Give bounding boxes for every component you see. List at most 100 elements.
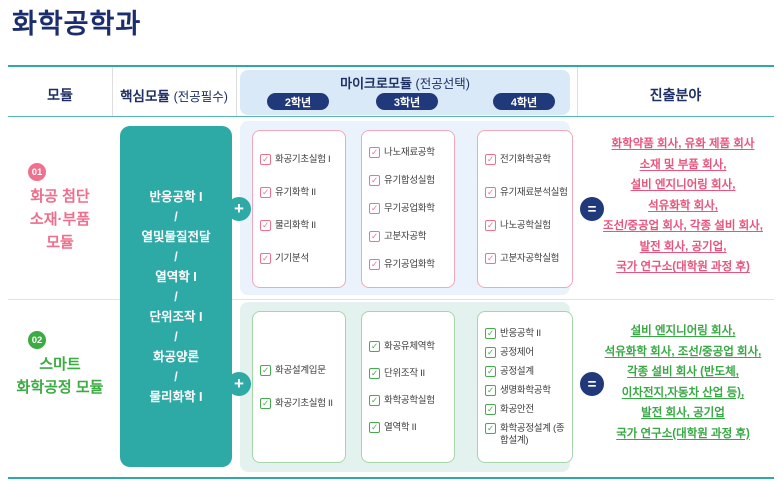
course-item: ✓ 화공기초실험 II (260, 397, 341, 410)
course-item: ✓ 단위조작 II (369, 367, 450, 380)
course-label: 유기합성실험 (384, 175, 435, 186)
equals-icon: = (580, 197, 604, 221)
career-line: 조선/중공업 회사, 각종 설비 회사, (603, 220, 763, 232)
check-icon: ✓ (369, 259, 380, 270)
check-icon: ✓ (485, 384, 496, 396)
row1-year3-box: ✓ 나노재료공학 ✓ 유기합성실험 ✓ 무기공업화학 ✓ 고분자공학 ✓ 유기공… (361, 130, 455, 288)
course-label: 유기공업화학 (384, 259, 435, 270)
divider-rows (8, 299, 774, 300)
course-item: ✓ 공정설계 (485, 365, 568, 378)
course-item: ✓ 나노공학실험 (485, 219, 568, 232)
plus-icon: + (227, 197, 251, 221)
course-item: ✓ 유기화학 II (260, 186, 341, 199)
course-item: ✓ 공정제어 (485, 346, 568, 359)
course-label: 물리화학 II (275, 219, 316, 231)
header-micro-module: 마이크로모듈 (전공선택) (240, 73, 570, 92)
module-title-line: 모듈 (46, 234, 74, 251)
module-title-line: 소재·부품 (29, 211, 91, 228)
check-icon: ✓ (369, 367, 380, 379)
career-line: 각종 설비 회사 (반도체, (627, 366, 739, 378)
divider-header (8, 116, 774, 117)
career-line: 석유화학 회사, (648, 199, 718, 212)
row2-career-list: 설비 엔지니어링 회사, 석유화학 회사, 조선/중공업 회사, 각종 설비 회… (592, 321, 774, 444)
course-item: ✓ 고분자공학실험 (485, 252, 568, 265)
row2-year3-box: ✓ 화공유체역학 ✓ 단위조작 II ✓ 화학공학실험 ✓ 열역학 II (361, 311, 455, 463)
module-2-title: 스마트 화학공정 모듈 (8, 353, 112, 399)
course-label: 고분자공학실험 (500, 252, 560, 264)
column-separator (577, 67, 578, 116)
course-label: 기기분석 (275, 252, 309, 264)
check-icon: ✓ (485, 365, 496, 377)
course-item: ✓ 화공유체역학 (369, 340, 450, 353)
core-module-line: / (174, 369, 178, 384)
year-pill-4: 4학년 (493, 93, 555, 110)
check-icon: ✓ (260, 397, 271, 409)
career-line: 국가 연구소(대학원 과정 후) (616, 427, 750, 440)
core-module-line: 열및물질전달 (141, 229, 211, 244)
header-career: 진출분야 (649, 87, 702, 103)
course-label: 공정설계 (500, 365, 534, 377)
course-item: ✓ 생명화학공학 (485, 384, 568, 397)
career-line: 설비 엔지니어링 회사, (630, 179, 736, 191)
course-item: ✓ 전기화학공학 (485, 153, 568, 166)
module-1-title: 화공 첨단 소재·부품 모듈 (8, 185, 112, 254)
course-label: 나노공학실험 (500, 219, 551, 231)
course-item: ✓ 화학공정설계 (종합설계) (485, 422, 568, 447)
column-separator (236, 67, 237, 116)
check-icon: ✓ (485, 186, 496, 198)
row1-career-list: 화학약품 회사, 유화 제품 회사 소재 및 부품 회사, 설비 엔지니어링 회… (592, 134, 774, 278)
check-icon: ✓ (485, 252, 496, 264)
header-core-label: 핵심모듈 (120, 89, 170, 104)
row1-year2-box: ✓ 화공기초실험 I ✓ 유기화학 II ✓ 물리화학 II ✓ 기기분석 (252, 130, 346, 288)
course-item: ✓ 물리화학 II (260, 219, 341, 232)
career-line: 화학약품 회사, 유화 제품 회사 (611, 138, 755, 150)
course-item: ✓ 무기공업화학 (369, 203, 450, 215)
core-module-line: 단위조작 I (149, 309, 203, 324)
course-label: 열역학 II (384, 421, 417, 433)
module-title-line: 화학공정 모듈 (16, 379, 104, 396)
module-1-badge: 01 (28, 163, 46, 181)
header-micro-label: 마이크로모듈 (340, 76, 412, 91)
course-item: ✓ 화학공학실험 (369, 394, 450, 407)
core-module-line: 반응공학 I (149, 189, 203, 204)
course-item: ✓ 나노재료공학 (369, 147, 450, 159)
check-icon: ✓ (260, 153, 271, 165)
course-item: ✓ 화공설계입문 (260, 364, 341, 377)
course-label: 단위조작 II (384, 367, 425, 379)
check-icon: ✓ (485, 219, 496, 231)
page-title: 화학공학과 (12, 9, 142, 39)
course-item: ✓ 유기공업화학 (369, 259, 450, 271)
course-label: 반응공학 II (500, 327, 541, 339)
year-pill-2: 2학년 (267, 93, 329, 110)
core-module-line: 열역학 I (155, 269, 197, 284)
header-module: 모듈 (47, 87, 73, 103)
career-line: 소재 및 부품 회사, (639, 158, 727, 171)
course-item: ✓ 반응공학 II (485, 327, 568, 340)
check-icon: ✓ (260, 252, 271, 264)
row1-year4-box: ✓ 전기화학공학 ✓ 유기재료분석실험 ✓ 나노공학실험 ✓ 고분자공학실험 (477, 130, 573, 288)
year-pill-3: 3학년 (376, 93, 438, 110)
column-separator (112, 67, 113, 116)
core-module-line: / (174, 209, 178, 224)
divider-top (8, 65, 774, 67)
course-label: 무기공업화학 (384, 203, 435, 214)
course-label: 화공안전 (500, 403, 534, 415)
check-icon: ✓ (369, 421, 380, 433)
course-label: 화공기초실험 I (275, 153, 331, 165)
course-label: 화학공학실험 (384, 394, 435, 406)
course-label: 화학공정설계 (종합설계) (500, 422, 565, 446)
row2-year4-box: ✓ 반응공학 II ✓ 공정제어 ✓ 공정설계 ✓ 생명화학공학 ✓ 화공안전 (477, 311, 573, 463)
course-label: 유기화학 II (275, 186, 316, 198)
check-icon: ✓ (369, 340, 380, 352)
course-item: ✓ 유기재료분석실험 (485, 186, 568, 199)
check-icon: ✓ (260, 364, 271, 376)
career-line: 석유화학 회사, 조선/중공업 회사, (604, 345, 762, 358)
course-item: ✓ 고분자공학 (369, 231, 450, 243)
course-item: ✓ 화공안전 (485, 403, 568, 416)
course-item: ✓ 유기합성실험 (369, 175, 450, 187)
row2-year2-box: ✓ 화공설계입문 ✓ 화공기초실험 II (252, 311, 346, 463)
check-icon: ✓ (485, 422, 496, 434)
course-label: 화공유체역학 (384, 340, 435, 352)
check-icon: ✓ (485, 346, 496, 358)
